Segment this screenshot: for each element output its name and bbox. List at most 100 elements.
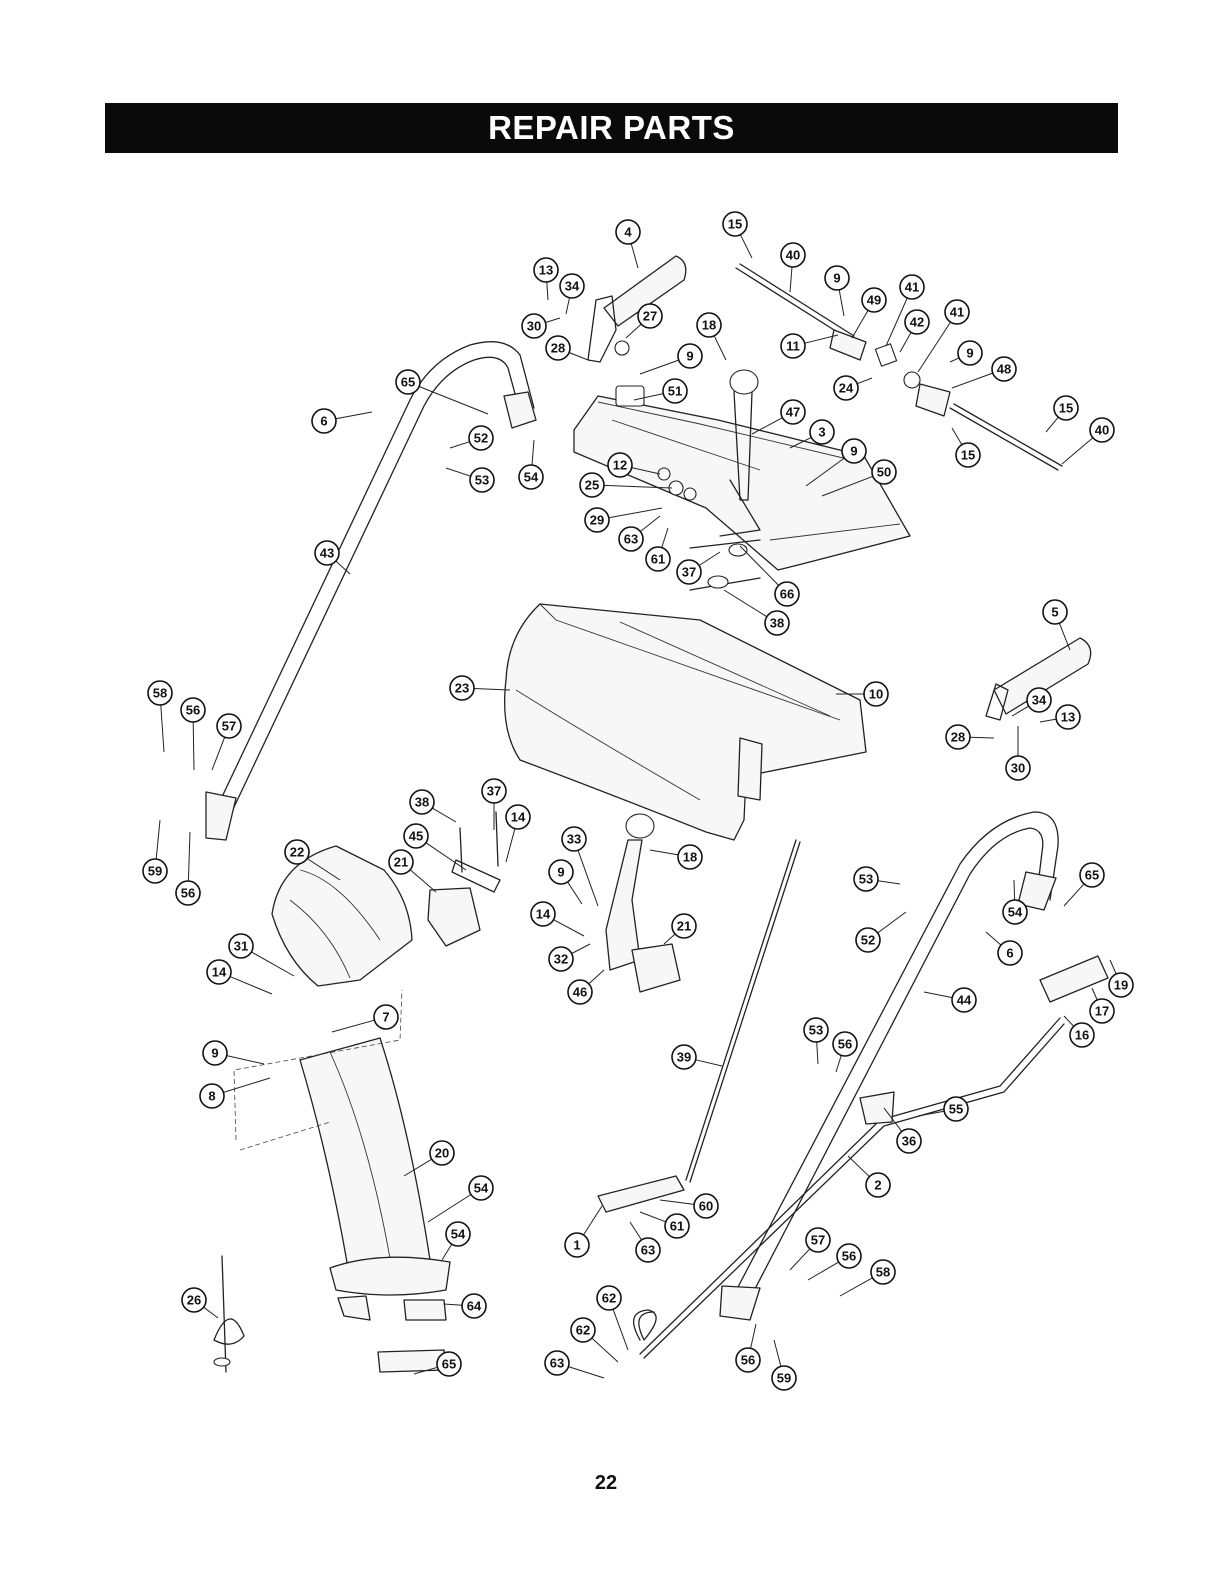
callout-circle [615,219,641,245]
callout-16: 16 [1063,1015,1095,1048]
callout-leader [331,1019,375,1033]
callout-number: 60 [699,1199,713,1214]
callout-leader [1063,883,1085,907]
callout-leader [211,737,226,771]
callout-number: 36 [902,1134,916,1149]
callout-53: 53 [445,467,495,493]
callout-15: 15 [1045,395,1079,433]
callout-54: 54 [427,1175,494,1223]
discharge-chute-20 [233,989,451,1373]
callout-leader [445,467,471,477]
callout-9: 9 [548,859,583,905]
callout-leader [1045,416,1059,433]
callout-leader [1091,987,1098,1001]
callout-number: 15 [728,217,742,232]
callout-number: 33 [567,832,581,847]
callout-leader [789,1248,811,1271]
callout-52: 52 [855,911,907,953]
callout-circle [945,724,971,750]
callout-number: 42 [910,315,924,330]
callout-number: 8 [208,1089,215,1104]
callout-circle [388,849,414,875]
callout-circle [671,913,697,939]
callout-23: 23 [449,675,511,701]
callout-48: 48 [951,356,1017,389]
callout-65: 65 [395,369,489,415]
callout-number: 56 [842,1249,856,1264]
callout-40: 40 [1061,417,1115,465]
callout-circle [314,540,340,566]
callout-leader [917,321,951,373]
callout-leader [335,411,373,420]
callout-leader [640,515,661,532]
callout-49: 49 [851,287,887,339]
callout-number: 22 [290,845,304,860]
callout-19: 19 [1108,959,1134,998]
callout-52: 52 [449,425,494,451]
callout-circle [664,1213,690,1239]
callout-9: 9 [202,1040,265,1066]
callout-circle [677,844,703,870]
callout-number: 65 [442,1357,456,1372]
callout-leader [739,234,753,259]
callout-number: 40 [1095,423,1109,438]
callout-number: 2 [874,1178,881,1193]
callout-circle [780,242,806,268]
callout-46: 46 [567,969,605,1005]
callout-circle [896,1128,922,1154]
callout-21: 21 [388,849,437,893]
callout-number: 27 [643,309,657,324]
callout-circle [943,1096,969,1122]
callout-circle [429,1140,455,1166]
callout-59: 59 [771,1339,797,1391]
long-rod-39 [597,839,801,1213]
callout-leader [251,951,295,977]
callout-number: 58 [153,686,167,701]
callout-circle [1089,417,1115,443]
callout-circle [832,1031,858,1057]
callout-41: 41 [917,299,970,373]
callout-circle [1108,972,1134,998]
callout-42: 42 [899,309,930,353]
callout-number: 13 [539,263,553,278]
callout-leader [413,1366,438,1375]
callout-40: 40 [780,242,806,293]
callout-leader [155,819,161,860]
callout-1: 1 [564,1205,603,1258]
callout-45: 45 [403,823,467,871]
callout-number: 64 [467,1299,482,1314]
panel-hardware [657,467,761,591]
callout-28: 28 [945,724,995,750]
callout-number: 57 [811,1233,825,1248]
callout-leader [883,1107,903,1132]
callout-leader [851,310,869,339]
callout-number: 56 [186,703,200,718]
callout-circle [403,823,429,849]
callout-leader [425,842,467,871]
callout-circle [564,1232,590,1258]
callout-54: 54 [1002,879,1028,925]
callout-number: 54 [474,1181,489,1196]
callout-39: 39 [671,1044,723,1070]
callout-circle [395,369,421,395]
callout-circle [764,610,790,636]
callout-number: 28 [951,730,965,745]
callout-circle [863,681,889,707]
callout-leader [229,976,273,995]
callout-number: 10 [869,687,883,702]
callout-26: 26 [181,1287,219,1319]
callout-number: 65 [401,375,415,390]
callout-leader [1109,959,1117,975]
callout-number: 58 [876,1265,890,1280]
callout-number: 56 [838,1037,852,1052]
callout-circle [861,287,887,313]
callout-57: 57 [211,713,242,771]
callout-number: 54 [451,1227,466,1242]
callout-circle [518,464,544,490]
callout-leader [1011,705,1029,717]
callout-circle [559,273,585,299]
callout-10: 10 [836,681,889,707]
callout-number: 14 [536,907,551,922]
callout-number: 45 [409,829,423,844]
